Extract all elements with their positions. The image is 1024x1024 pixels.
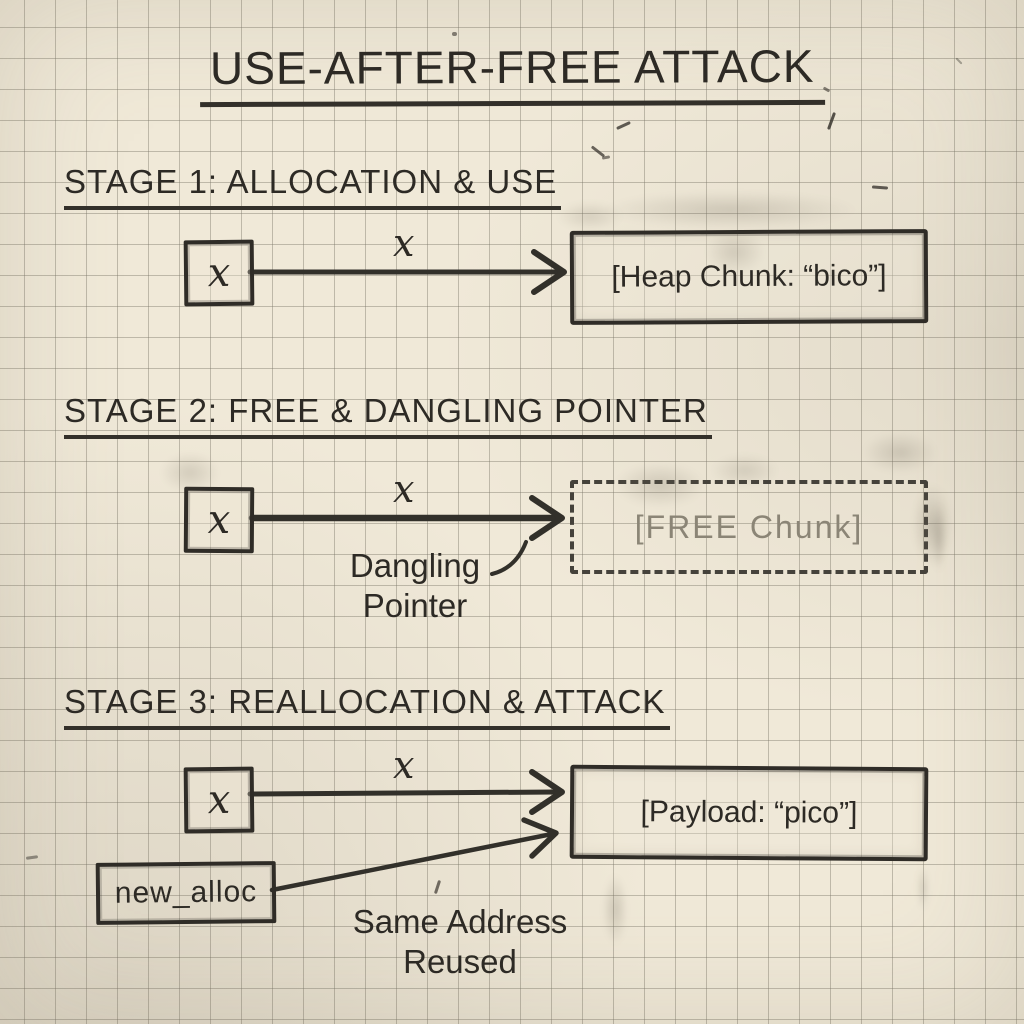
title-row: USE-AFTER-FREE ATTACK [0,38,1024,108]
stage1-arrowhead-icon [531,249,567,295]
dangling-pointer-annotation-line1: Dangling [349,547,481,584]
pencil-tick [827,112,836,130]
pencil-smudge [915,858,931,918]
same-address-annotation: Same Address Reused [330,902,590,982]
pencil-tick [601,155,611,160]
pencil-tick [433,879,442,895]
stage2-section-header: STAGE 2: FREE & DANGLING POINTER [64,392,712,439]
stage3-arrowhead-icon [529,769,565,815]
pencil-smudge [150,445,230,500]
new-alloc-label: new_alloc [114,875,258,910]
stage3-section-header: STAGE 3: REALLOCATION & ATTACK [64,683,670,730]
diagram-title: USE-AFTER-FREE ATTACK [199,38,825,108]
pencil-smudge [930,490,948,585]
pencil-smudge [695,222,775,282]
stage3-pointer-arrow [247,789,559,797]
pencil-smudge [905,470,960,580]
same-address-annotation-line2: Reused [403,943,517,980]
pencil-smudge [598,862,632,957]
stage2-pointer-variable: x [207,496,231,544]
pencil-smudge [545,196,635,236]
stage2-free-chunk-label: [FREE Chunk] [634,508,864,545]
pencil-smudge [600,455,720,515]
same-address-annotation-line1: Same Address [352,903,568,940]
stage3-payload-box: [Payload: “pico”] [569,764,929,862]
new-alloc-box: new_alloc [95,861,277,925]
stage3-arrow-label: x [393,743,415,787]
new-alloc-arrowhead-icon [521,817,559,859]
stage1-heading: STAGE 1: ALLOCATION & USE [64,163,562,210]
stage1-arrow-label: x [393,221,415,265]
stage2-arrow-label: x [393,467,415,511]
pencil-tick [871,185,889,190]
dangling-pointer-annotation-line2: Pointer [362,587,468,624]
stage3-heading: STAGE 3: REALLOCATION & ATTACK [64,683,670,730]
stage3-pointer-box: x [183,766,255,834]
stage1-pointer-variable: x [207,249,231,297]
dangling-pointer-annotation: Dangling Pointer [330,546,500,626]
pencil-smudge [700,448,790,493]
stage1-pointer-box: x [183,239,255,307]
stage2-heading: STAGE 2: FREE & DANGLING POINTER [64,392,712,439]
stage3-payload-label: [Payload: “pico”] [640,795,858,830]
pencil-tick [25,855,39,860]
pencil-tick [616,120,631,131]
new-alloc-arrow [269,831,555,893]
pencil-smudge [850,425,950,480]
stage2-free-chunk-box: [FREE Chunk] [570,480,928,574]
stage1-section-header: STAGE 1: ALLOCATION & USE [64,163,562,210]
stage2-arrowhead-icon [529,495,565,541]
pencil-tick [452,32,457,36]
stage3-pointer-variable: x [207,776,231,824]
pencil-smudge [560,185,900,235]
